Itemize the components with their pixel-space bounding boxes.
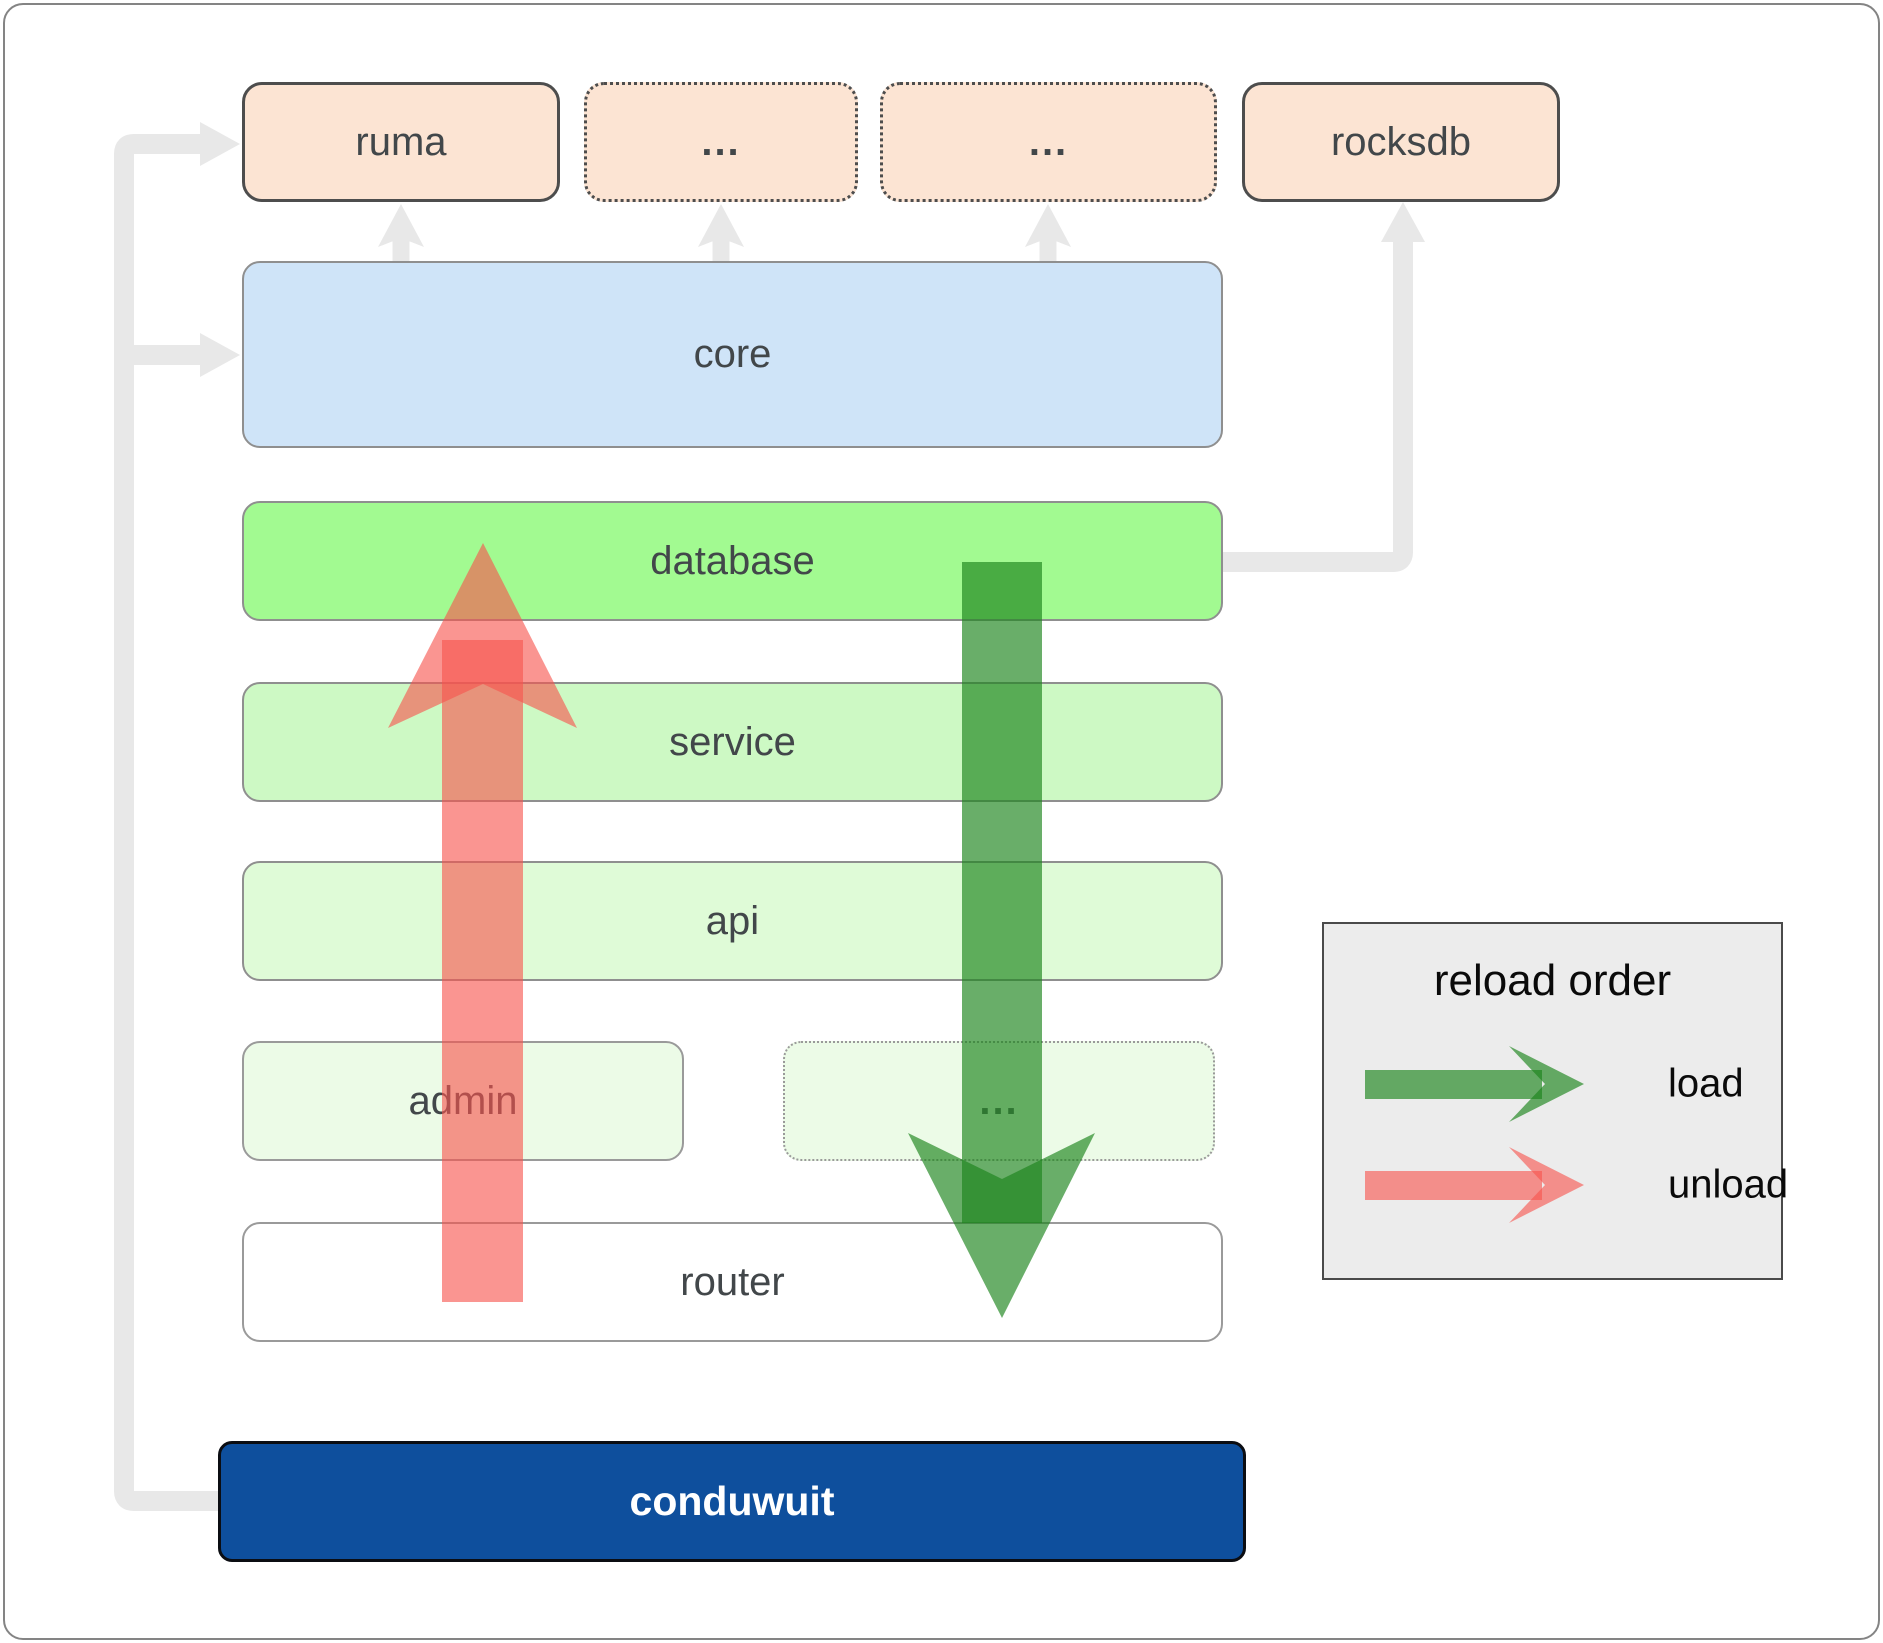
node-ellipsis-3-label: ...: [979, 1078, 1019, 1123]
node-rocksdb: rocksdb: [1242, 82, 1560, 202]
node-database-label: database: [650, 538, 815, 583]
node-api: api: [242, 861, 1223, 981]
node-ellipsis-1-label: ...: [701, 119, 741, 164]
node-ellipsis-2-label: ...: [1028, 119, 1069, 164]
node-service-label: service: [669, 719, 796, 764]
node-admin-label: admin: [408, 1078, 518, 1123]
outer-frame: [3, 3, 1880, 1640]
node-ellipsis-2: ...: [880, 82, 1217, 202]
node-conduwuit-label: conduwuit: [629, 1478, 835, 1524]
node-ellipsis-1: ...: [584, 82, 858, 202]
node-database: database: [242, 501, 1223, 621]
legend-title: reload order: [1433, 956, 1672, 1005]
node-admin: admin: [242, 1041, 684, 1161]
legend-panel: reload order load unload: [1322, 922, 1789, 1280]
unload-arrow-icon: [1365, 1147, 1584, 1223]
legend-row-load: load: [1365, 1046, 1785, 1122]
node-service: service: [242, 682, 1223, 802]
node-ruma: ruma: [242, 82, 560, 202]
node-core-label: core: [693, 332, 772, 376]
legend-load-label: load: [1668, 1061, 1744, 1106]
node-core: core: [242, 261, 1223, 448]
legend-unload-label: unload: [1668, 1162, 1789, 1207]
node-conduwuit: conduwuit: [218, 1441, 1246, 1562]
node-rocksdb-label: rocksdb: [1330, 119, 1472, 164]
legend-row-unload: unload: [1365, 1147, 1789, 1223]
node-api-label: api: [705, 898, 760, 943]
node-ellipsis-3: ...: [783, 1041, 1215, 1161]
node-router-label: router: [680, 1259, 785, 1304]
node-router: router: [242, 1222, 1223, 1342]
node-ruma-label: ruma: [355, 119, 447, 164]
load-arrow-icon: [1365, 1046, 1584, 1122]
